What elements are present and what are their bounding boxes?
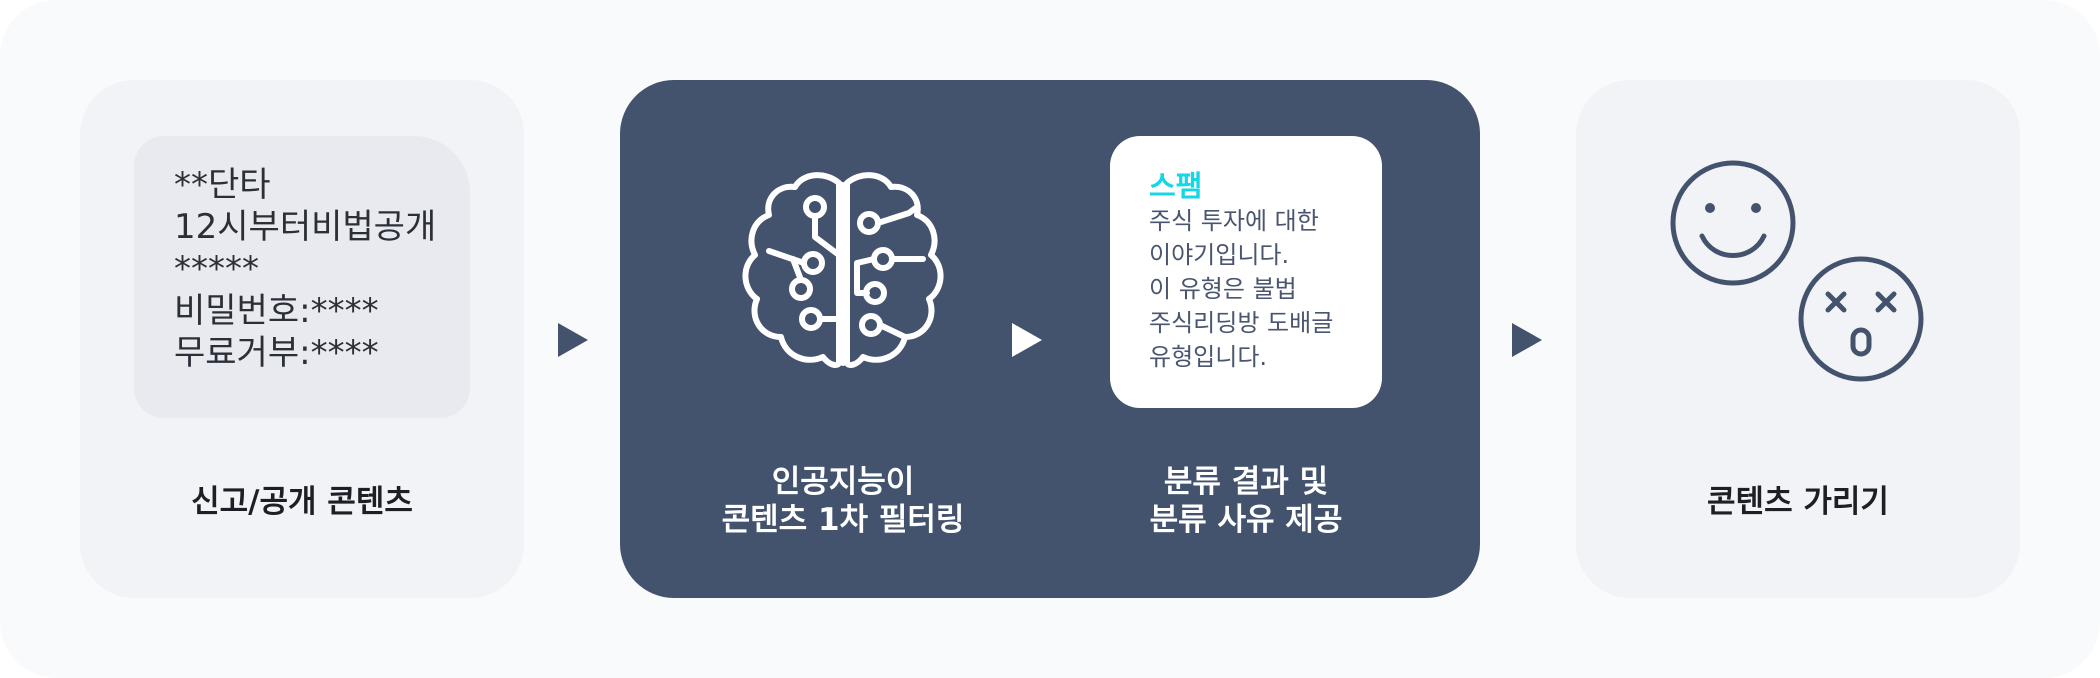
hide-content-card bbox=[1576, 80, 2020, 598]
ai-filter-caption: 인공지능이 콘텐츠 1차 필터링 bbox=[700, 463, 986, 539]
arrow-right-icon bbox=[1512, 323, 1542, 357]
classification-reason-line: 이 유형은 불법 bbox=[1149, 275, 1297, 303]
classification-caption-line: 분류 결과 및 bbox=[1163, 464, 1329, 500]
classification-result-box bbox=[1110, 136, 1382, 408]
classification-result-text: 스팸 주식 투자에 대한 이야기입니다. 이 유형은 불법 주식리딩방 도배글 … bbox=[1149, 168, 1333, 374]
message-line: 12시부터비법공개 bbox=[174, 207, 437, 247]
classification-caption: 분류 결과 및 분류 사유 제공 bbox=[1110, 463, 1382, 539]
dizzy-face-icon bbox=[1798, 256, 1924, 382]
ai-filter-caption-line: 인공지능이 bbox=[771, 464, 915, 500]
message-line: 무료거부:**** bbox=[174, 333, 379, 373]
message-line: **단타 bbox=[174, 165, 271, 205]
report-caption: 신고/공개 콘텐츠 bbox=[191, 484, 413, 520]
hide-content-caption: 콘텐츠 가리기 bbox=[1707, 484, 1889, 520]
message-line: ***** bbox=[174, 249, 259, 289]
classification-reason-line: 주식 투자에 대한 bbox=[1149, 207, 1319, 235]
message-bubble bbox=[134, 136, 470, 418]
message-text: **단타 12시부터비법공개 ***** 비밀번호:**** 무료거부:**** bbox=[174, 164, 436, 374]
classification-reason-line: 이야기입니다. bbox=[1149, 241, 1290, 269]
classification-reason-line: 주식리딩방 도배글 bbox=[1149, 309, 1334, 337]
arrow-right-icon bbox=[558, 323, 588, 357]
classification-reason-line: 유형입니다. bbox=[1149, 343, 1268, 371]
arrow-right-icon bbox=[1012, 323, 1042, 357]
classification-label: 스팸 bbox=[1149, 169, 1203, 203]
ai-filter-caption-line: 콘텐츠 1차 필터링 bbox=[721, 502, 965, 538]
message-line: 비밀번호:**** bbox=[174, 291, 379, 331]
brain-circuit-icon bbox=[742, 172, 944, 368]
smiley-face-icon bbox=[1670, 160, 1796, 286]
classification-caption-line: 분류 사유 제공 bbox=[1149, 502, 1343, 538]
